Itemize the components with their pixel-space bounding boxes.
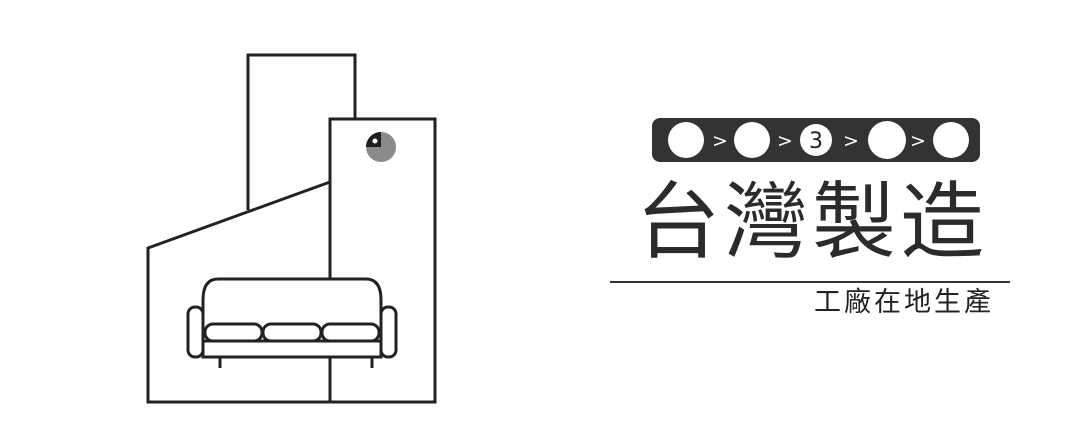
sofa-icon xyxy=(186,277,398,402)
step-separator: > xyxy=(712,130,728,152)
step-separator: > xyxy=(777,130,793,152)
step-indicator: > > 3 > > xyxy=(652,118,980,162)
step-separator: > xyxy=(843,130,859,152)
building-outline-icon xyxy=(146,53,437,404)
step-2 xyxy=(734,122,770,158)
step-3-active: 3 xyxy=(800,124,832,156)
step-separator: > xyxy=(910,130,926,152)
page-title: 台灣製造 xyxy=(636,173,989,271)
pie-progress-icon xyxy=(366,132,396,162)
step-1 xyxy=(668,122,704,158)
step-4 xyxy=(868,121,906,159)
step-5 xyxy=(933,122,969,158)
divider xyxy=(610,281,1010,283)
subtitle: 工廠在地生產 xyxy=(814,287,994,318)
step-number: 3 xyxy=(809,129,823,154)
